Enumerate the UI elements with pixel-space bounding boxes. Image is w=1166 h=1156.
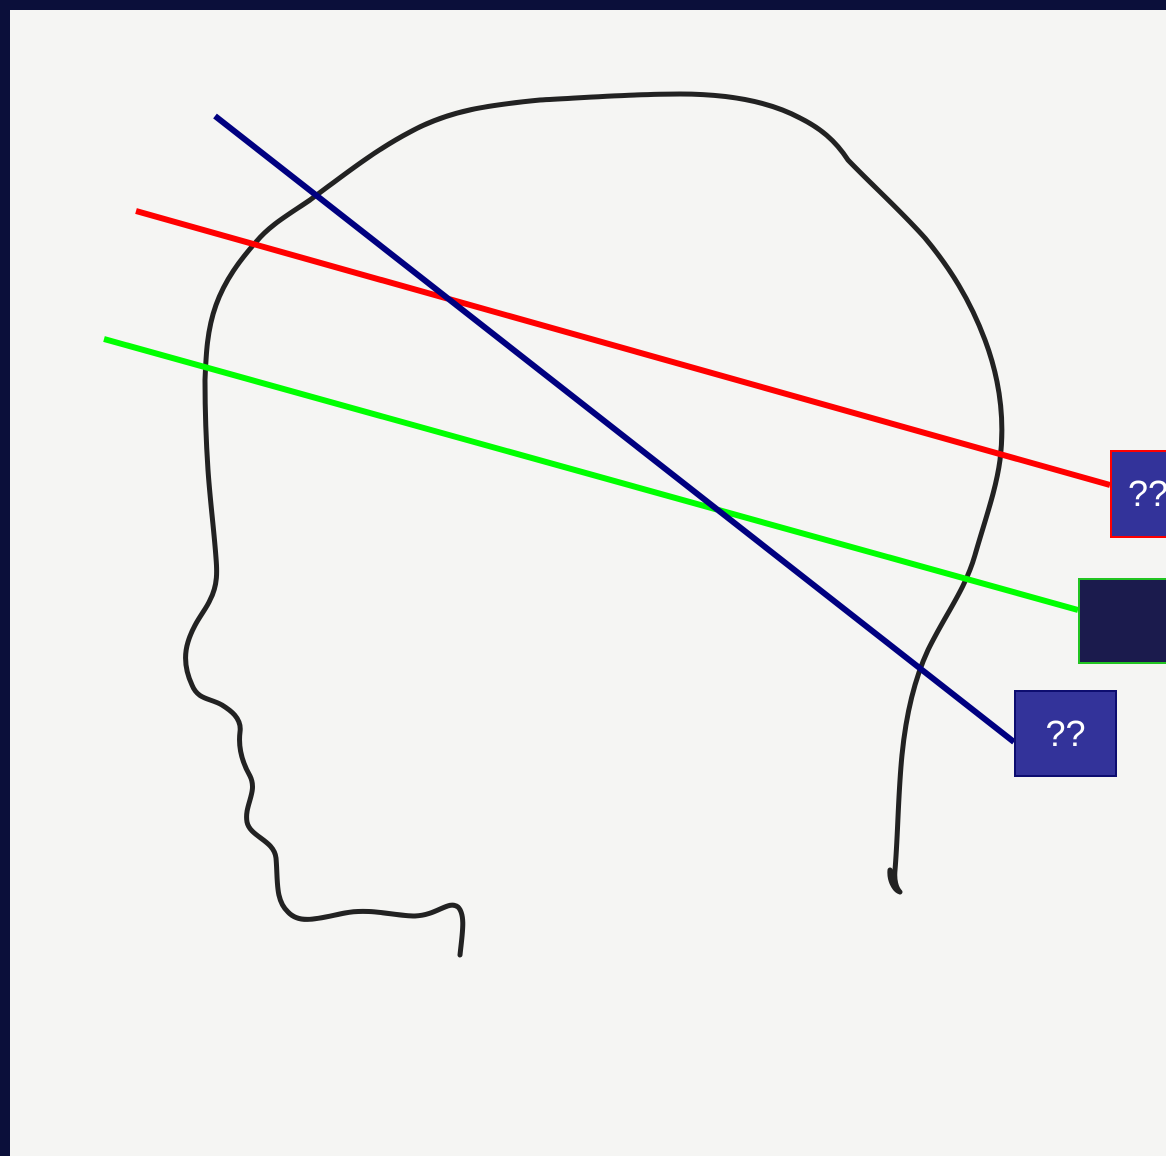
green-line — [104, 339, 1078, 610]
head-diagram — [10, 10, 1166, 1156]
blue-line-label: ?? — [1045, 713, 1085, 755]
diagram-canvas: ?? ?? — [10, 10, 1166, 1156]
red-line-label-box: ?? — [1110, 450, 1166, 538]
green-line-label-box — [1078, 578, 1166, 664]
blue-line — [215, 116, 1014, 742]
head-profile-outline — [186, 94, 1002, 955]
red-line-label: ?? — [1128, 473, 1166, 515]
red-line — [136, 211, 1110, 485]
blue-line-label-box: ?? — [1014, 690, 1117, 777]
